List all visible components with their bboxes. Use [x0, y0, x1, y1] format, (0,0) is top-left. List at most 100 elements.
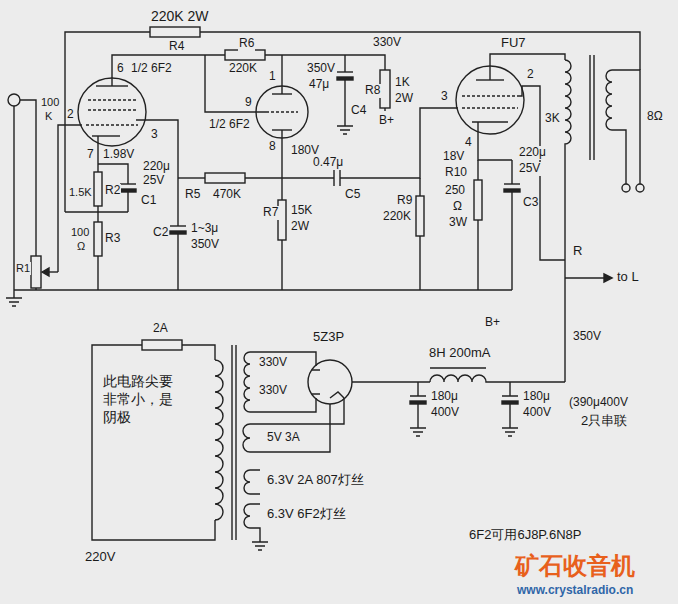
voltage-label: 220V: [84, 550, 116, 565]
ground-wire-part: [13, 290, 14, 298]
output-transformer-part: [606, 70, 612, 130]
pentode-tube-part: [178, 177, 205, 178]
power-supply-part: [312, 370, 320, 394]
part-name: R1: [15, 262, 31, 275]
pentode-tube-part: [86, 124, 138, 125]
input-circuit-part: [20, 100, 36, 256]
pentode-tube-part: [97, 136, 98, 172]
power-supply-part: [250, 470, 260, 494]
pentode-tube-part: [94, 222, 102, 256]
pentode-tube-part: [170, 231, 186, 234]
part-name: C3: [522, 196, 539, 210]
pin-number: 4: [464, 136, 473, 150]
pentode-tube-part: [170, 225, 186, 226]
voltage-rating: 350V: [190, 238, 220, 252]
ground-wire: [6, 290, 512, 306]
power-rating: 2W: [394, 92, 414, 106]
part-name: R3: [104, 232, 121, 246]
resistor-value: 220K: [228, 62, 258, 76]
capacitor-symbol-part: [337, 77, 353, 80]
pentode-tube-part: [98, 164, 128, 184]
power-tube-part: [504, 183, 520, 184]
triode-tube-part: [334, 170, 340, 186]
voltage-rating: 25V: [142, 174, 165, 188]
part-name: R5: [184, 188, 201, 202]
pentode-tube-part: [136, 120, 178, 178]
pin-number: 2: [66, 108, 75, 122]
power-supply-part: [410, 401, 426, 404]
part-name: R7: [262, 206, 279, 220]
watermark: www.crystalradio.cn: [516, 584, 634, 598]
triode-tube-part: [205, 55, 266, 112]
input-circuit-part: [42, 268, 49, 276]
part-name: C2: [152, 226, 169, 240]
power-tube-part: [511, 160, 512, 184]
power-supply-part: [243, 424, 250, 452]
pin-number: 2: [526, 68, 535, 82]
triode-tube-part: [281, 178, 282, 200]
pentode-tube-part: [245, 177, 282, 178]
resistor-value: 100: [40, 96, 60, 109]
resistor-value: 470K: [212, 188, 242, 202]
output-transformer-part: [604, 274, 612, 282]
resistor-value: 1K: [394, 76, 411, 90]
signal-label: to L: [616, 270, 640, 285]
power-tube-part: [462, 95, 518, 96]
output-transformer-part: [565, 60, 571, 382]
feedback-wire: [65, 27, 640, 212]
tube-type: 5Z3P: [312, 330, 345, 345]
voltage-label: 330V: [258, 384, 288, 398]
channel-label: R: [572, 244, 583, 259]
pentode-tube-part: [120, 189, 136, 192]
triode-tube-part: [419, 236, 420, 290]
voltage-label: 330V: [372, 36, 402, 50]
feedback-wire-part: [150, 27, 200, 37]
power-supply-part: [244, 504, 250, 528]
part-name: R2: [104, 184, 121, 198]
output-transformer-part: [590, 55, 594, 160]
output-transformer-part: [612, 70, 640, 184]
resistor-value: Ω: [452, 200, 463, 214]
mains-circuit-part: [142, 340, 182, 350]
resistor-value: 250: [444, 184, 466, 198]
note: (390μ400V: [568, 396, 629, 410]
input-circuit-part: [8, 94, 20, 106]
note: 6F2可用6J8P.6N8P: [468, 528, 583, 543]
capacitor-value: 0.47μ: [312, 156, 344, 170]
choke-label: 8H 200mA: [428, 346, 491, 361]
pin-number: 8: [268, 140, 277, 154]
mains-circuit: [92, 340, 236, 540]
triode-tube: [205, 55, 458, 290]
mains-circuit-part: [215, 360, 223, 520]
resistor-value: 1.5K: [68, 186, 93, 199]
triode-tube-part: [281, 130, 282, 178]
power-supply-part: [410, 382, 426, 396]
part-name: R8: [364, 84, 381, 98]
capacitor-value: 1~3μ: [190, 222, 219, 236]
power-supply-part: [250, 398, 316, 412]
winding-label: 6.3V 6F2灯丝: [266, 507, 347, 522]
tube-type: FU7: [500, 36, 527, 51]
power-tube-part: [462, 107, 518, 108]
power-tube-part: [474, 180, 482, 220]
power-supply-part: [330, 392, 344, 398]
pentode-tube-part: [97, 206, 98, 222]
pentode-tube-part: [112, 55, 225, 86]
mains-circuit-part: [182, 345, 215, 360]
capacitor-value: 180μ: [430, 390, 459, 404]
triode-tube-part: [419, 178, 420, 196]
pentode-tube-part: [177, 234, 178, 290]
voltage-label: 350V: [572, 330, 602, 344]
resistor-value: 100: [70, 226, 90, 239]
capacitor-value: 180μ: [522, 390, 551, 404]
watermark: 矿石收音机: [514, 552, 636, 580]
feedback-wire-part: [200, 32, 640, 70]
part-name: R4: [168, 40, 185, 54]
output-transformer-part: [565, 277, 606, 278]
triode-tube-part: [282, 177, 334, 178]
power-supply-part: [502, 401, 518, 404]
resistor-value: 220K: [382, 210, 412, 224]
power-supply-part: [308, 360, 352, 404]
fuse-rating: 2A: [152, 322, 169, 336]
pin-number: 7: [86, 148, 95, 162]
